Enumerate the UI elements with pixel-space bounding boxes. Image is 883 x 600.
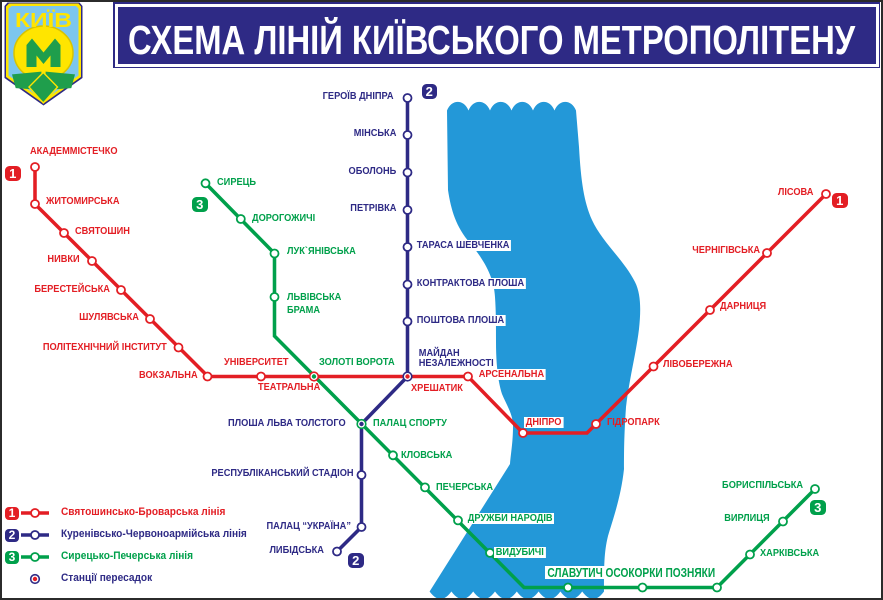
svg-text:КИЇВ: КИЇВ [15, 9, 72, 32]
